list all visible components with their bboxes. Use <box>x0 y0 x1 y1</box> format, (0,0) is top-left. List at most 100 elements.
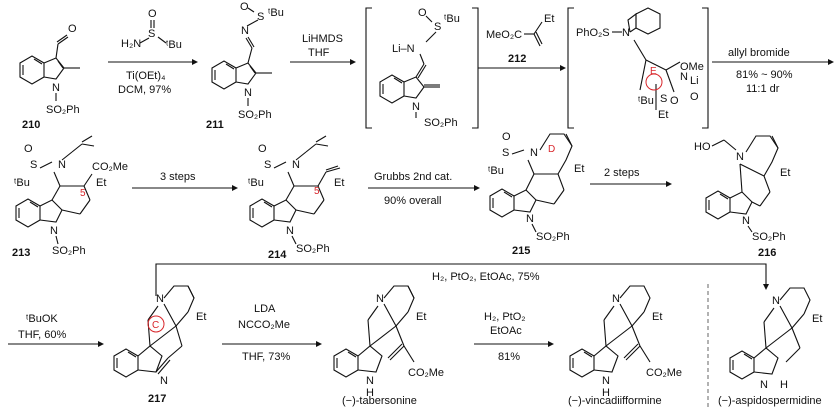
arrow-4-head <box>828 59 834 65</box>
atom-Et: Et <box>812 313 822 325</box>
atom-S: S <box>502 147 509 159</box>
reagent-text-2b: THF <box>308 47 330 59</box>
atom-SO2Ph: SO₂Ph <box>752 231 786 243</box>
structure-214: N S O ᵗBu Et 5 N SO₂Ph <box>248 135 344 255</box>
atom-Et: Et <box>416 311 426 323</box>
atom-HO: HO <box>694 141 711 153</box>
atom-SO2Ph: SO₂Ph <box>536 231 570 243</box>
reagent-text-8a: ᵗBuOK <box>26 313 58 325</box>
structure-217: N N Et C <box>113 285 206 387</box>
atom-N-indole: N <box>50 225 58 237</box>
structure-211: N S O ᵗBu N SO₂Ph <box>211 1 284 121</box>
ring-label-5: 5 <box>314 186 320 197</box>
compound-label-vincadiifformine: (−)-vincadiifformine <box>568 395 662 407</box>
bracket-left-1 <box>365 7 372 129</box>
structure-210: O N SO₂Ph <box>19 23 80 116</box>
atom-N: N <box>772 295 780 307</box>
atom-N-indole: N <box>526 213 534 225</box>
reagent-text-9c: THF, 73% <box>242 351 291 363</box>
ring-label-5: 5 <box>80 188 86 199</box>
reagent-text-10b: EtOAc <box>490 325 522 337</box>
reagent-text-10c: 81% <box>498 351 520 363</box>
atom-SO2Ph: SO₂Ph <box>238 109 272 121</box>
arrow-bridge <box>155 263 767 296</box>
atom-NH: N <box>760 379 768 391</box>
structure-tabersonine: N H N CO₂Me Et <box>333 285 444 399</box>
atom-SO2Ph: SO₂Ph <box>46 104 80 116</box>
atom-tBu: ᵗBu <box>488 165 504 177</box>
atom-MeO2C: MeO₂C <box>486 29 522 41</box>
atom-S: S <box>257 11 264 23</box>
ring-label-C: C <box>152 320 159 331</box>
atom-Et: Et <box>652 311 662 323</box>
atom-N: N <box>376 293 384 305</box>
atom-H: H <box>780 379 788 391</box>
atom-Et: Et <box>780 167 790 179</box>
atom-tBu: ᵗBu <box>248 177 264 189</box>
atom-PhO2S: PhO₂S <box>576 27 610 39</box>
reagent-text-9a: LDA <box>254 303 276 315</box>
atom-N-indole: N <box>742 215 750 227</box>
atom-N: N <box>736 151 744 163</box>
atom-O: O <box>240 1 249 13</box>
atom-N: N <box>530 147 538 159</box>
reagent-text-3a: allyl bromide <box>728 47 790 59</box>
atom-SO2Ph: SO₂Ph <box>424 117 458 129</box>
reagent-text-8b: THF, 60% <box>18 329 67 341</box>
atom-O: O <box>502 131 511 143</box>
atom-N: N <box>680 71 688 83</box>
ring-C-highlight <box>147 315 165 333</box>
atom-S: S <box>264 159 271 171</box>
structure-lithio-enamine: Li–N S O ᵗBu N SO₂Ph <box>379 7 460 129</box>
reagent-212: MeO₂C Et <box>486 13 554 47</box>
bracket-right-2 <box>702 7 709 129</box>
compound-label-aspidospermidine: (−)-aspidospermidine <box>718 395 822 407</box>
atom-Li-N: Li–N <box>392 43 415 55</box>
atom-tBu: ᵗBu <box>444 13 460 25</box>
compound-label-214: 214 <box>268 249 287 261</box>
reagent-text-1b: DCM, 97% <box>118 84 171 96</box>
atom-tBu: ᵗBu <box>268 7 284 19</box>
reagent-text-9b: NCCO₂Me <box>238 319 290 331</box>
atom-N-indole: N <box>412 101 420 113</box>
compound-label-210: 210 <box>22 119 40 131</box>
compound-label-211: 211 <box>206 119 224 131</box>
atom-N: N <box>52 82 60 94</box>
reagent-text-5a: Grubbs 2nd cat. <box>374 171 452 183</box>
arrow-5-head <box>232 185 238 191</box>
arrow-3-head <box>560 65 566 71</box>
structure-215: N S O ᵗBu Et D N SO₂Ph <box>488 131 584 243</box>
compound-label-tabersonine: (−)-tabersonine <box>342 395 417 407</box>
arrow-bridge-head <box>763 284 769 290</box>
structure-213: N S O ᵗBu CO₂Me Et 5 N SO₂Ph <box>14 135 128 257</box>
reagent-text-4a: 3 steps <box>160 171 196 183</box>
atom-N-indole: N <box>286 225 294 237</box>
reagent-text-10a: H₂, PtO₂ <box>484 311 526 323</box>
structure-transition-state: PhO₂S N OMe Li O S O ᵗBu Et N E <box>576 7 704 121</box>
atom-O: O <box>68 23 77 35</box>
ring-label-E: E <box>650 66 657 77</box>
atom-NH-H: H <box>602 387 610 399</box>
structure-216: HO N Et N SO₂Ph <box>694 135 790 243</box>
atom-N-imine: N <box>160 375 168 387</box>
atom-CO2Me: CO₂Me <box>92 161 128 173</box>
atom-N: N <box>292 159 300 171</box>
atom-N: N <box>58 159 66 171</box>
atom-SO2Ph: SO₂Ph <box>52 245 86 257</box>
atom-Et: Et <box>96 177 106 189</box>
reagent-text-7a: H₂, PtO₂, EtOAc, 75% <box>432 271 540 283</box>
reagent-text-3c: 11:1 dr <box>746 83 780 95</box>
atom-S: S <box>434 21 441 33</box>
arrow-6-head <box>474 185 480 191</box>
bracket-left-2 <box>567 7 574 129</box>
reagent-H2N: H₂N <box>121 38 141 50</box>
reagent-S: S <box>148 28 155 40</box>
atom-CO2Me: CO₂Me <box>408 367 444 379</box>
atom-O: O <box>418 7 427 19</box>
compound-label-212: 212 <box>508 53 526 65</box>
reagent-text-2a: LiHMDS <box>302 33 343 45</box>
structure-vincadiifformine: N H N CO₂Me Et <box>569 285 682 399</box>
atom-CO2Me: CO₂Me <box>646 367 682 379</box>
atom-O-ester: O <box>690 91 699 103</box>
ring-label-D: D <box>548 144 555 155</box>
